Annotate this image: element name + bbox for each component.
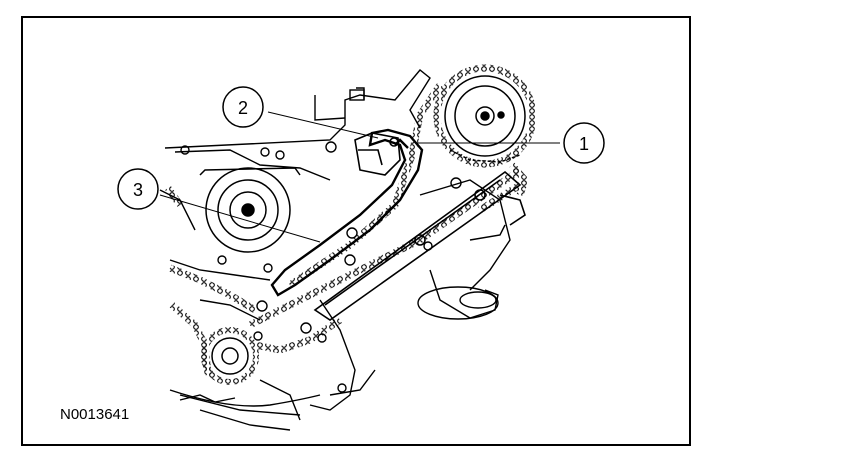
callout-3-label: 3 (133, 180, 143, 200)
chain-guide-rail (313, 170, 526, 321)
right-camshaft-sprocket (433, 64, 537, 168)
timing-chain-tensioner (354, 132, 401, 176)
engine-block (159, 69, 511, 431)
callout-1: 1 (563, 122, 605, 164)
crankshaft-sprocket (201, 327, 259, 385)
callout-2-label: 2 (238, 98, 248, 118)
callout-2: 2 (222, 86, 264, 128)
timing-chain-tensioner-arm (270, 128, 424, 297)
figure-id: N0013641 (60, 406, 129, 423)
figure-frame (21, 16, 691, 446)
callout-1-label: 1 (579, 134, 589, 154)
lower-cover-edge (169, 389, 321, 407)
callout-3: 3 (117, 168, 159, 210)
left-camshaft-pulley (199, 167, 301, 253)
callout-leaders (159, 111, 560, 243)
